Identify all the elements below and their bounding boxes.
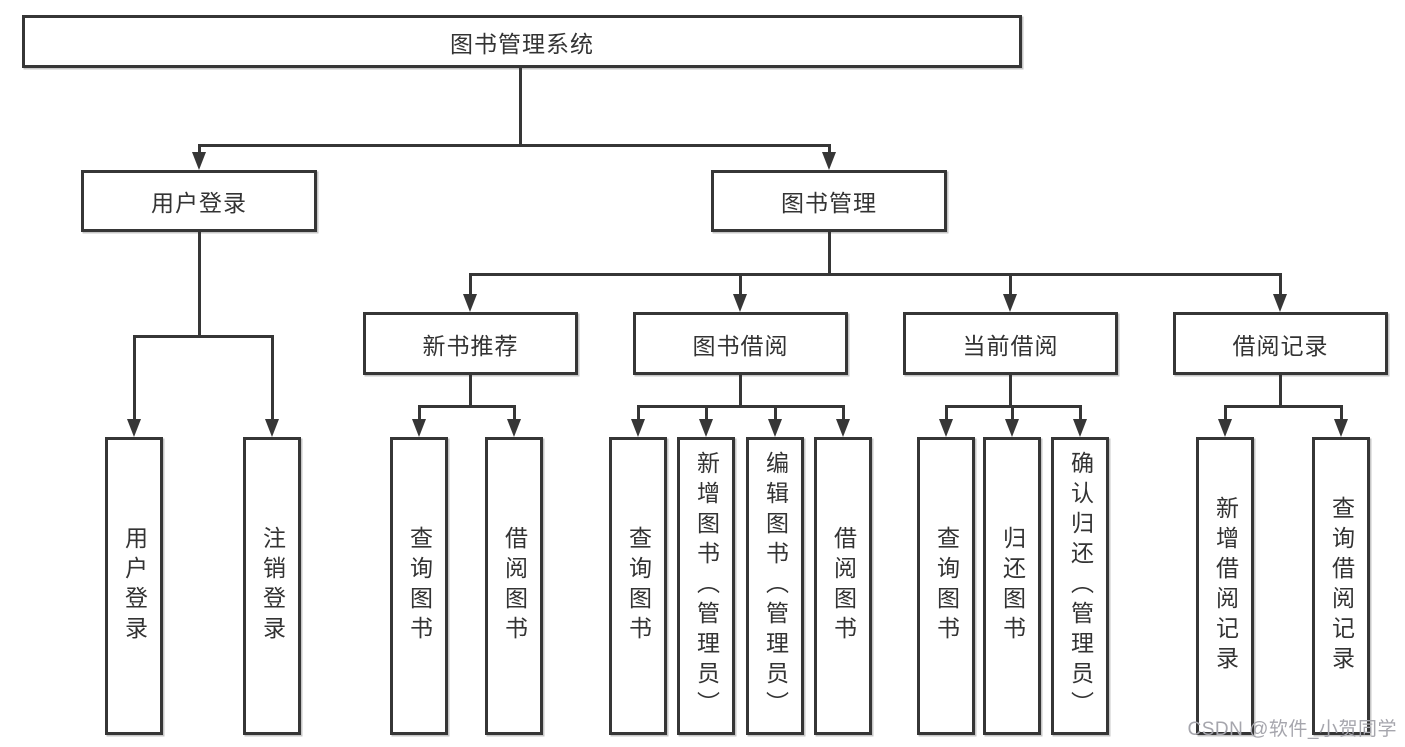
leaf-borrow-books: 借阅图书	[814, 437, 872, 735]
node-label: 借阅图书	[830, 526, 857, 646]
node-label: 用户登录	[151, 190, 247, 216]
node-label: 查询图书	[933, 526, 960, 646]
leaf-borrow-books-recommend: 借阅图书	[485, 437, 543, 735]
node-label: 查询借阅记录	[1328, 496, 1355, 676]
node-label: 新增图书（管理员）	[693, 451, 720, 721]
node-label: 确认归还（管理员）	[1067, 451, 1094, 721]
connector-vline	[637, 405, 640, 421]
arrowhead-down-icon	[836, 419, 850, 437]
arrowhead-down-icon	[463, 294, 477, 312]
node-new-book-recommend: 新书推荐	[363, 312, 578, 375]
arrowhead-down-icon	[939, 419, 953, 437]
connector-hline	[469, 273, 1282, 276]
connector-vline	[1340, 405, 1343, 421]
node-label: 图书管理	[781, 190, 877, 216]
connector-vline	[739, 273, 742, 297]
arrowhead-down-icon	[768, 419, 782, 437]
arrowhead-down-icon	[507, 419, 521, 437]
arrowhead-down-icon	[1334, 419, 1348, 437]
node-label: 借阅记录	[1232, 332, 1329, 359]
connector-vline	[469, 273, 472, 297]
connector-vline	[271, 335, 274, 421]
connector-vline	[1079, 405, 1082, 421]
node-label: 注销登录	[259, 526, 286, 646]
leaf-edit-book-admin: 编辑图书（管理员）	[746, 437, 804, 735]
leaf-add-book-admin: 新增图书（管理员）	[677, 437, 735, 735]
connector-vline	[198, 232, 201, 338]
node-user-login: 用户登录	[81, 170, 317, 232]
arrowhead-down-icon	[192, 152, 206, 170]
arrowhead-down-icon	[412, 419, 426, 437]
node-label: 编辑图书（管理员）	[762, 451, 789, 721]
arrowhead-down-icon	[1003, 294, 1017, 312]
leaf-query-borrow-record: 查询借阅记录	[1312, 437, 1370, 735]
connector-vline	[739, 375, 742, 408]
arrowhead-down-icon	[1073, 419, 1087, 437]
arrowhead-down-icon	[822, 152, 836, 170]
connector-vline	[1279, 273, 1282, 297]
connector-vline	[1009, 375, 1012, 408]
connector-vline	[469, 375, 472, 408]
connector-vline	[705, 405, 708, 421]
node-borrowing-records: 借阅记录	[1173, 312, 1388, 375]
leaf-return-book: 归还图书	[983, 437, 1041, 735]
connector-vline	[842, 405, 845, 421]
arrowhead-down-icon	[631, 419, 645, 437]
connector-vline	[828, 144, 831, 154]
arrowhead-down-icon	[265, 419, 279, 437]
arrowhead-down-icon	[127, 419, 141, 437]
connector-vline	[774, 405, 777, 421]
connector-hline	[198, 144, 831, 147]
node-label: 借阅图书	[501, 526, 528, 646]
connector-vline	[418, 405, 421, 421]
node-label: 用户登录	[121, 526, 148, 646]
arrowhead-down-icon	[699, 419, 713, 437]
connector-vline	[198, 144, 201, 154]
connector-hline	[1224, 405, 1343, 408]
node-label: 图书借阅	[692, 332, 789, 359]
arrowhead-down-icon	[1273, 294, 1287, 312]
node-root-system: 图书管理系统	[22, 15, 1022, 68]
watermark: CSDN @软件_小贺同学	[1187, 719, 1397, 740]
connector-hline	[418, 405, 515, 408]
node-book-borrowing: 图书借阅	[633, 312, 848, 375]
node-label: 查询图书	[406, 526, 433, 646]
leaf-user-login: 用户登录	[105, 437, 163, 735]
leaf-query-books-borrowing: 查询图书	[609, 437, 667, 735]
node-label: 图书管理系统	[450, 30, 594, 57]
connector-vline	[945, 405, 948, 421]
leaf-query-books-current: 查询图书	[917, 437, 975, 735]
arrowhead-down-icon	[1218, 419, 1232, 437]
connector-vline	[828, 232, 831, 276]
node-label: 归还图书	[999, 526, 1026, 646]
leaf-add-borrow-record: 新增借阅记录	[1196, 437, 1254, 735]
node-current-borrowing: 当前借阅	[903, 312, 1118, 375]
connector-vline	[519, 68, 522, 146]
arrowhead-down-icon	[1005, 419, 1019, 437]
connector-vline	[1279, 375, 1282, 408]
node-label: 新书推荐	[422, 332, 519, 359]
connector-vline	[133, 335, 136, 421]
connector-vline	[1224, 405, 1227, 421]
connector-hline	[637, 405, 844, 408]
connector-vline	[513, 405, 516, 421]
leaf-logout: 注销登录	[243, 437, 301, 735]
connector-vline	[1011, 405, 1014, 421]
leaf-confirm-return-admin: 确认归还（管理员）	[1051, 437, 1109, 735]
node-book-management: 图书管理	[711, 170, 947, 232]
connector-vline	[1009, 273, 1012, 297]
node-label: 当前借阅	[962, 332, 1059, 359]
connector-hline	[133, 335, 274, 338]
leaf-query-books-recommend: 查询图书	[390, 437, 448, 735]
node-label: 新增借阅记录	[1212, 496, 1239, 676]
arrowhead-down-icon	[733, 294, 747, 312]
node-label: 查询图书	[625, 526, 652, 646]
